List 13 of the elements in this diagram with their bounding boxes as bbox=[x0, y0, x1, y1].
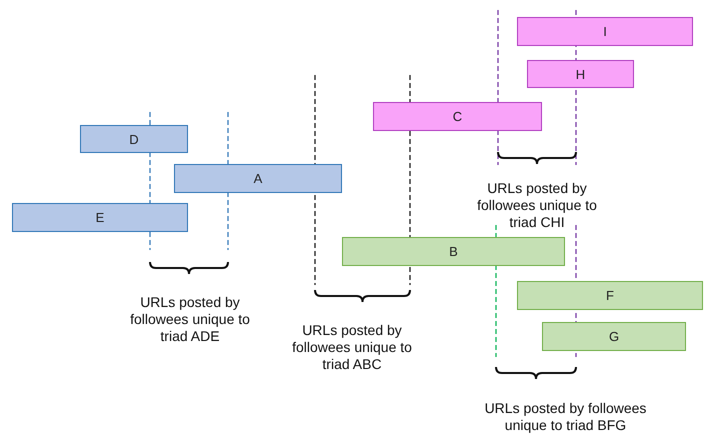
brace-caption: URLs posted by followees unique to triad ABC bbox=[291, 322, 413, 373]
interval-bar: E bbox=[12, 203, 188, 232]
interval-bar: I bbox=[517, 17, 693, 46]
brace-caption: URLs posted by followees unique to triad BFG bbox=[484, 400, 648, 434]
interval-bar: B bbox=[342, 237, 565, 266]
interval-bar: C bbox=[373, 102, 542, 131]
interval-bar: H bbox=[527, 60, 634, 88]
brace-caption: URLs posted by followees unique to triad ADE bbox=[129, 294, 251, 345]
brace-caption: URLs posted by followees unique to triad CHI bbox=[476, 180, 598, 231]
interval-bar: A bbox=[174, 164, 342, 193]
interval-bar: D bbox=[80, 125, 188, 153]
interval-bar: F bbox=[517, 281, 703, 310]
interval-bar: G bbox=[542, 322, 686, 351]
